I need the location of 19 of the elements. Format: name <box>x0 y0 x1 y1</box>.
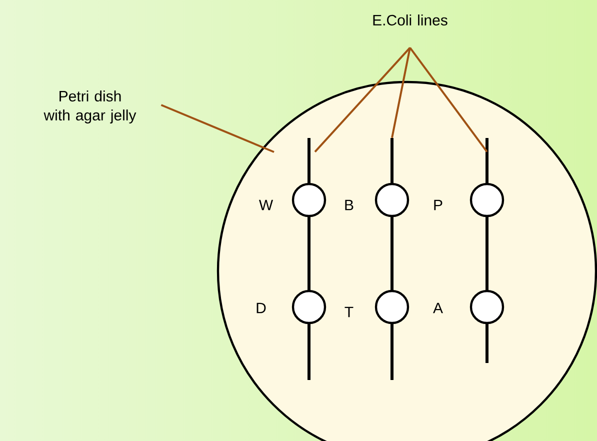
disc <box>470 290 504 324</box>
leader-line <box>391 48 411 138</box>
disc-letter: A <box>433 302 443 314</box>
leader-line <box>160 104 274 153</box>
disc <box>470 182 504 218</box>
leader-line <box>409 47 488 152</box>
disc-letter: T <box>344 306 354 318</box>
disc-letter: P <box>434 200 442 210</box>
text-label: Petri dish with agar jelly <box>44 90 136 124</box>
disc <box>292 290 326 324</box>
disc <box>292 182 326 218</box>
petri-dish <box>216 80 597 441</box>
disc-letter: D <box>256 302 266 314</box>
disc <box>374 290 410 324</box>
disc-letter: W <box>259 200 274 210</box>
text-label: E.Coli lines <box>373 14 448 26</box>
leader-line <box>314 47 411 152</box>
disc-letter: B <box>345 200 354 210</box>
disc <box>374 182 410 218</box>
